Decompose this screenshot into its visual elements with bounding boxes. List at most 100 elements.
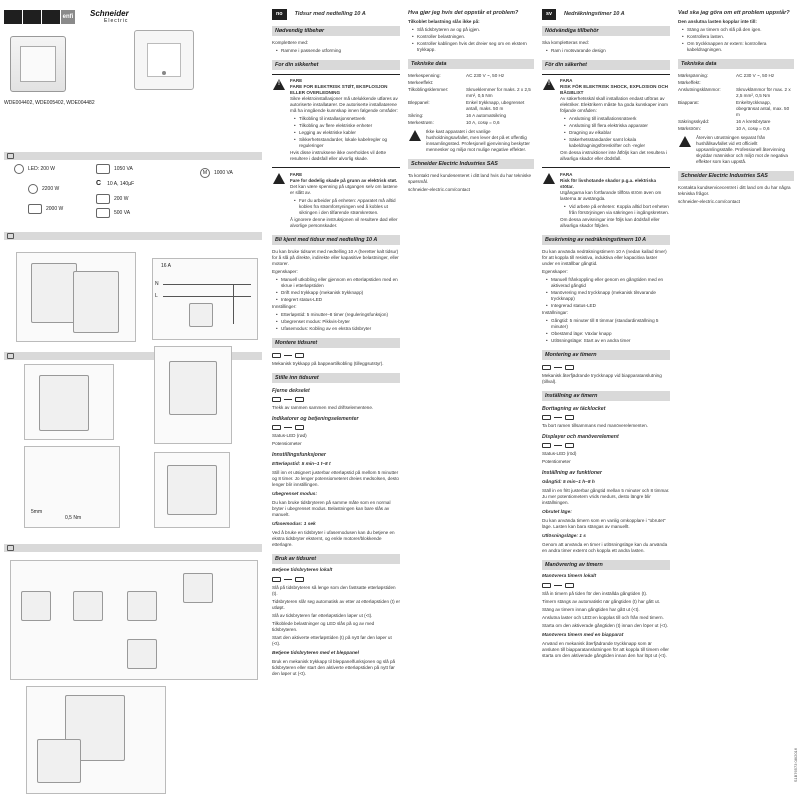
list-item: Manuell frånkoppling eller genom en gång… bbox=[546, 277, 670, 289]
list: Manuell frånkoppling eller genom en gång… bbox=[546, 277, 670, 309]
paragraph: Å ignorere denne instruksjonen vil resul… bbox=[290, 217, 398, 228]
section-heading: Tekniske data bbox=[408, 59, 534, 69]
paragraph: Komplettere med: bbox=[272, 40, 309, 45]
doc-title: Nedräkningstimer 10 A bbox=[564, 11, 625, 17]
section-heading: Manövrering av timern bbox=[542, 560, 670, 570]
paragraph: Det kan være spenning på utgangen selv o… bbox=[290, 184, 398, 195]
top-bar: enfi bbox=[4, 10, 76, 24]
danger-box-2: FARE Fare for dødelig skade på grunn av … bbox=[272, 172, 400, 229]
paragraph: Bruk en mekanisk trykkapp til bleppanelf… bbox=[272, 659, 396, 676]
list: Stäng av timern och slå på den igen. Kon… bbox=[682, 27, 794, 53]
danger-box: FARE FARE FOR ELEKTRISK STØT, EKSPLOSJON… bbox=[272, 74, 400, 168]
product-references: WDE004402, WDE005402, WDE004482 bbox=[4, 100, 95, 106]
fluorescent-icon bbox=[96, 194, 110, 204]
section-heading: Nödvändiga tillbehör bbox=[542, 26, 670, 36]
paragraph: Ikke kast apparatet i det vanlige hushol… bbox=[426, 129, 530, 152]
list-item: Ufasemodus: Kobling av en ekstra tidsbry… bbox=[276, 326, 400, 332]
insert bbox=[169, 361, 217, 415]
warning-icon bbox=[273, 173, 285, 184]
troubleshoot-sub: Den anslutna lasten kopplar inte till: bbox=[678, 19, 757, 24]
switch-restart bbox=[183, 573, 213, 603]
list-item: Etterløpstid: 5 minutter–8 timer (regule… bbox=[276, 312, 400, 318]
section-heading: Schneider Electric Industries SAS bbox=[408, 159, 534, 169]
section-heading: Nødvendig tilbehør bbox=[272, 26, 400, 36]
list-item: Drift med trykkapp (mekanisk trykknapp) bbox=[276, 290, 400, 296]
capacitive-marker: C bbox=[96, 180, 102, 187]
function-title: Betjene tidsbryteren lokalt bbox=[272, 568, 333, 573]
danger-label: FARA bbox=[560, 172, 573, 177]
list-item: Säkerhetsstandarder samt lokala kabeldra… bbox=[564, 137, 670, 149]
paragraph: Still inn et utsignert justerbar etterlø… bbox=[272, 470, 399, 487]
function-title: Gångtid: 5 min–1 h–8 h bbox=[542, 480, 595, 485]
bin-icon bbox=[679, 136, 691, 147]
spec-row: Merkeeffekt: bbox=[408, 80, 434, 85]
switch-timeout bbox=[127, 591, 157, 621]
load-incandescent: 2200 W bbox=[28, 184, 59, 194]
section-heading: Bli kjent med tidsur med nedtelling 10 A bbox=[272, 235, 400, 245]
list-item: Sikkerhetsstandarder, lokale kabelregler… bbox=[294, 137, 400, 149]
paragraph: Start den aktiverte etterløpstiden (t) p… bbox=[272, 635, 392, 646]
pictogram bbox=[272, 396, 400, 403]
section-heading: Montere tidsuret bbox=[272, 338, 400, 348]
function-title: Betjene tidsbryteren med et bleppanel bbox=[272, 651, 359, 656]
language-tag: enfi bbox=[61, 10, 75, 24]
wiring-diagram: 16 A N L bbox=[152, 258, 258, 340]
danger-box: FARA RISK FÖR ELEKTRISK SHOCK, EXPLOSION… bbox=[542, 74, 670, 168]
bin-icon bbox=[409, 130, 421, 141]
list-item: Integrert status-LED bbox=[276, 297, 400, 303]
contact-link[interactable]: schneider-electric.com/contact bbox=[678, 199, 741, 204]
no-column-side: Hva gjør jeg hvis det oppstår et problem… bbox=[408, 8, 534, 308]
paragraph: Potensiometer bbox=[272, 441, 302, 446]
figure-column: enfi Schneider Electric WDE004402, WDE00… bbox=[4, 0, 262, 802]
paragraph: Av säkerhetsskäl skall installation enda… bbox=[560, 96, 669, 113]
paragraph: Starta om den aktiverade gångtiden (t) i… bbox=[542, 623, 669, 628]
product-image-timer bbox=[134, 30, 194, 90]
list-item: Vid arbete på enheten: Koppla alltid bor… bbox=[564, 204, 670, 216]
paragraph: Tidsbryteren slår seg automatisk av ette… bbox=[272, 599, 400, 610]
line-label: L bbox=[155, 293, 158, 299]
switch-off bbox=[21, 591, 51, 621]
status-led bbox=[162, 71, 166, 75]
pictogram bbox=[542, 364, 670, 371]
main-timer bbox=[37, 739, 81, 783]
list-item: Integrerad status-LED bbox=[546, 303, 670, 309]
section-heading: Schneider Electric Industries SAS bbox=[678, 171, 794, 181]
function-title: Manövrera timern lokalt bbox=[542, 574, 597, 579]
paragraph: Du kan använda timern som en vanlig omko… bbox=[542, 518, 666, 529]
gear-icon bbox=[7, 353, 14, 359]
torque-label: 0,5 Nm bbox=[65, 515, 82, 521]
function-title: Obrutet läge: bbox=[542, 510, 572, 515]
list-item: Slå tidsbryteren av og på igjen. bbox=[412, 27, 534, 33]
paragraph: Trekk av rammen sammen med driftselement… bbox=[272, 405, 374, 410]
spec-row: Märkeffekt: bbox=[678, 80, 701, 85]
paragraph: Slå in timern på tiden för den inställda… bbox=[542, 591, 648, 596]
sub-heading: Indikatorer og betjeningselementer bbox=[272, 416, 359, 422]
list-item: Dragning av elkablar bbox=[564, 130, 670, 136]
black-block bbox=[4, 10, 22, 24]
paragraph: Återvinn utrustningen separat från hushå… bbox=[696, 135, 788, 164]
paragraph: Du kan bruke tidsbryteren på samme måte … bbox=[272, 500, 391, 517]
list-item: Legging av elektriske kabler bbox=[294, 130, 400, 136]
list-item: Om tryckknappen är extern: kontrollera k… bbox=[682, 41, 794, 53]
list: Ram i motsvarande design bbox=[546, 48, 670, 54]
lamp-icon bbox=[14, 164, 24, 174]
load-icon bbox=[7, 153, 14, 159]
contact-link[interactable]: schneider-electric.com/contact bbox=[408, 187, 471, 192]
danger-title: FARE FOR ELEKTRISK STØT, EKSPLOSJON ELLE… bbox=[290, 84, 388, 95]
section-heading: Bruk av tidsuret bbox=[272, 554, 400, 564]
paragraph: Ställ in en fritt justerbar gångtid mell… bbox=[542, 488, 670, 505]
warning-icon bbox=[543, 173, 555, 184]
mounting-diagram bbox=[16, 252, 136, 342]
setting-band bbox=[4, 352, 262, 360]
list-item: Ubegrenset modus: Pikkvis-bryter bbox=[276, 319, 400, 325]
paragraph: Om dessa anvisningar inte följs kan döds… bbox=[560, 217, 660, 228]
list-item: Før du arbeider på enheten: Apparatet må… bbox=[294, 198, 400, 216]
document-code: S1B76573 08/2016 bbox=[793, 747, 798, 782]
list: Gångtid: 5 minuter till 8 timmar (standa… bbox=[546, 318, 670, 344]
sub-heading: Fjerne dekselet bbox=[272, 388, 310, 394]
function-title: Ufasemodus: 1 sek bbox=[272, 522, 316, 527]
sub-heading: Inställning av funktioner bbox=[542, 470, 602, 476]
